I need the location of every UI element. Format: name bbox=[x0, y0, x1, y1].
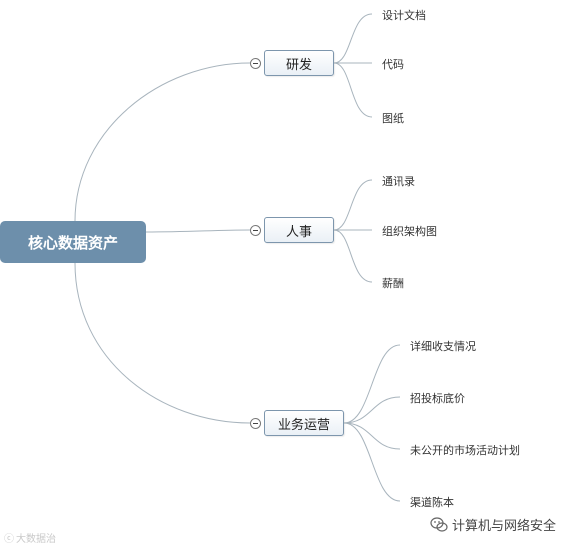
branch-label: 业务运营 bbox=[277, 417, 330, 433]
wechat-icon bbox=[430, 516, 448, 532]
connector-branch-1-leaf-0 bbox=[333, 179, 373, 231]
connector-branch-1-leaf-2 bbox=[333, 229, 373, 283]
leaf-drawings[interactable]: 图纸 bbox=[382, 112, 404, 125]
leaf-income-expense[interactable]: 详细收支情况 bbox=[410, 340, 476, 353]
connector-branch-0-leaf-0 bbox=[333, 13, 373, 64]
connector-branch-2-leaf-1 bbox=[343, 396, 401, 424]
branch-node-hr[interactable]: 人事 bbox=[264, 217, 334, 243]
leaf-salary[interactable]: 薪酬 bbox=[382, 277, 404, 290]
leaf-unpublished-marketing-plan[interactable]: 未公开的市场活动计划 bbox=[410, 444, 520, 457]
watermark-right: 计算机与网络安全 bbox=[430, 515, 556, 534]
collapse-toggle-branch-0[interactable] bbox=[250, 58, 261, 69]
branch-label: 研发 bbox=[285, 57, 312, 73]
leaf-bid-floor-price[interactable]: 招投标底价 bbox=[410, 392, 465, 405]
root-node[interactable]: 核心数据资产 bbox=[0, 221, 146, 263]
branch-node-rd[interactable]: 研发 bbox=[264, 50, 334, 76]
watermark-right-text: 计算机与网络安全 bbox=[452, 519, 557, 534]
connector-branch-2-leaf-2 bbox=[343, 422, 401, 450]
leaf-source-code[interactable]: 代码 bbox=[382, 58, 404, 71]
connector-root-to-branch-2 bbox=[74, 262, 251, 424]
leaf-design-docs[interactable]: 设计文档 bbox=[382, 9, 426, 22]
root-node-label: 核心数据资产 bbox=[27, 233, 118, 252]
branch-node-operations[interactable]: 业务运营 bbox=[264, 410, 344, 436]
connector-root-to-branch-0 bbox=[74, 62, 251, 222]
brand-logo-icon: ⓒ bbox=[4, 534, 14, 545]
connector-branch-2-leaf-0 bbox=[343, 344, 401, 424]
leaf-org-chart[interactable]: 组织架构图 bbox=[382, 225, 437, 238]
branch-label: 人事 bbox=[285, 224, 312, 240]
watermark-left: ⓒ 大数据治 bbox=[4, 530, 56, 545]
connector-branch-0-leaf-2 bbox=[333, 62, 373, 118]
leaf-channel-cost[interactable]: 渠道陈本 bbox=[410, 496, 454, 509]
connector-branch-2-leaf-3 bbox=[343, 422, 401, 502]
watermark-left-text: 大数据治 bbox=[16, 534, 56, 545]
collapse-toggle-branch-1[interactable] bbox=[250, 225, 261, 236]
leaf-address-book[interactable]: 通讯录 bbox=[382, 175, 415, 188]
connector-root-to-branch-1 bbox=[145, 229, 251, 233]
collapse-toggle-branch-2[interactable] bbox=[250, 418, 261, 429]
